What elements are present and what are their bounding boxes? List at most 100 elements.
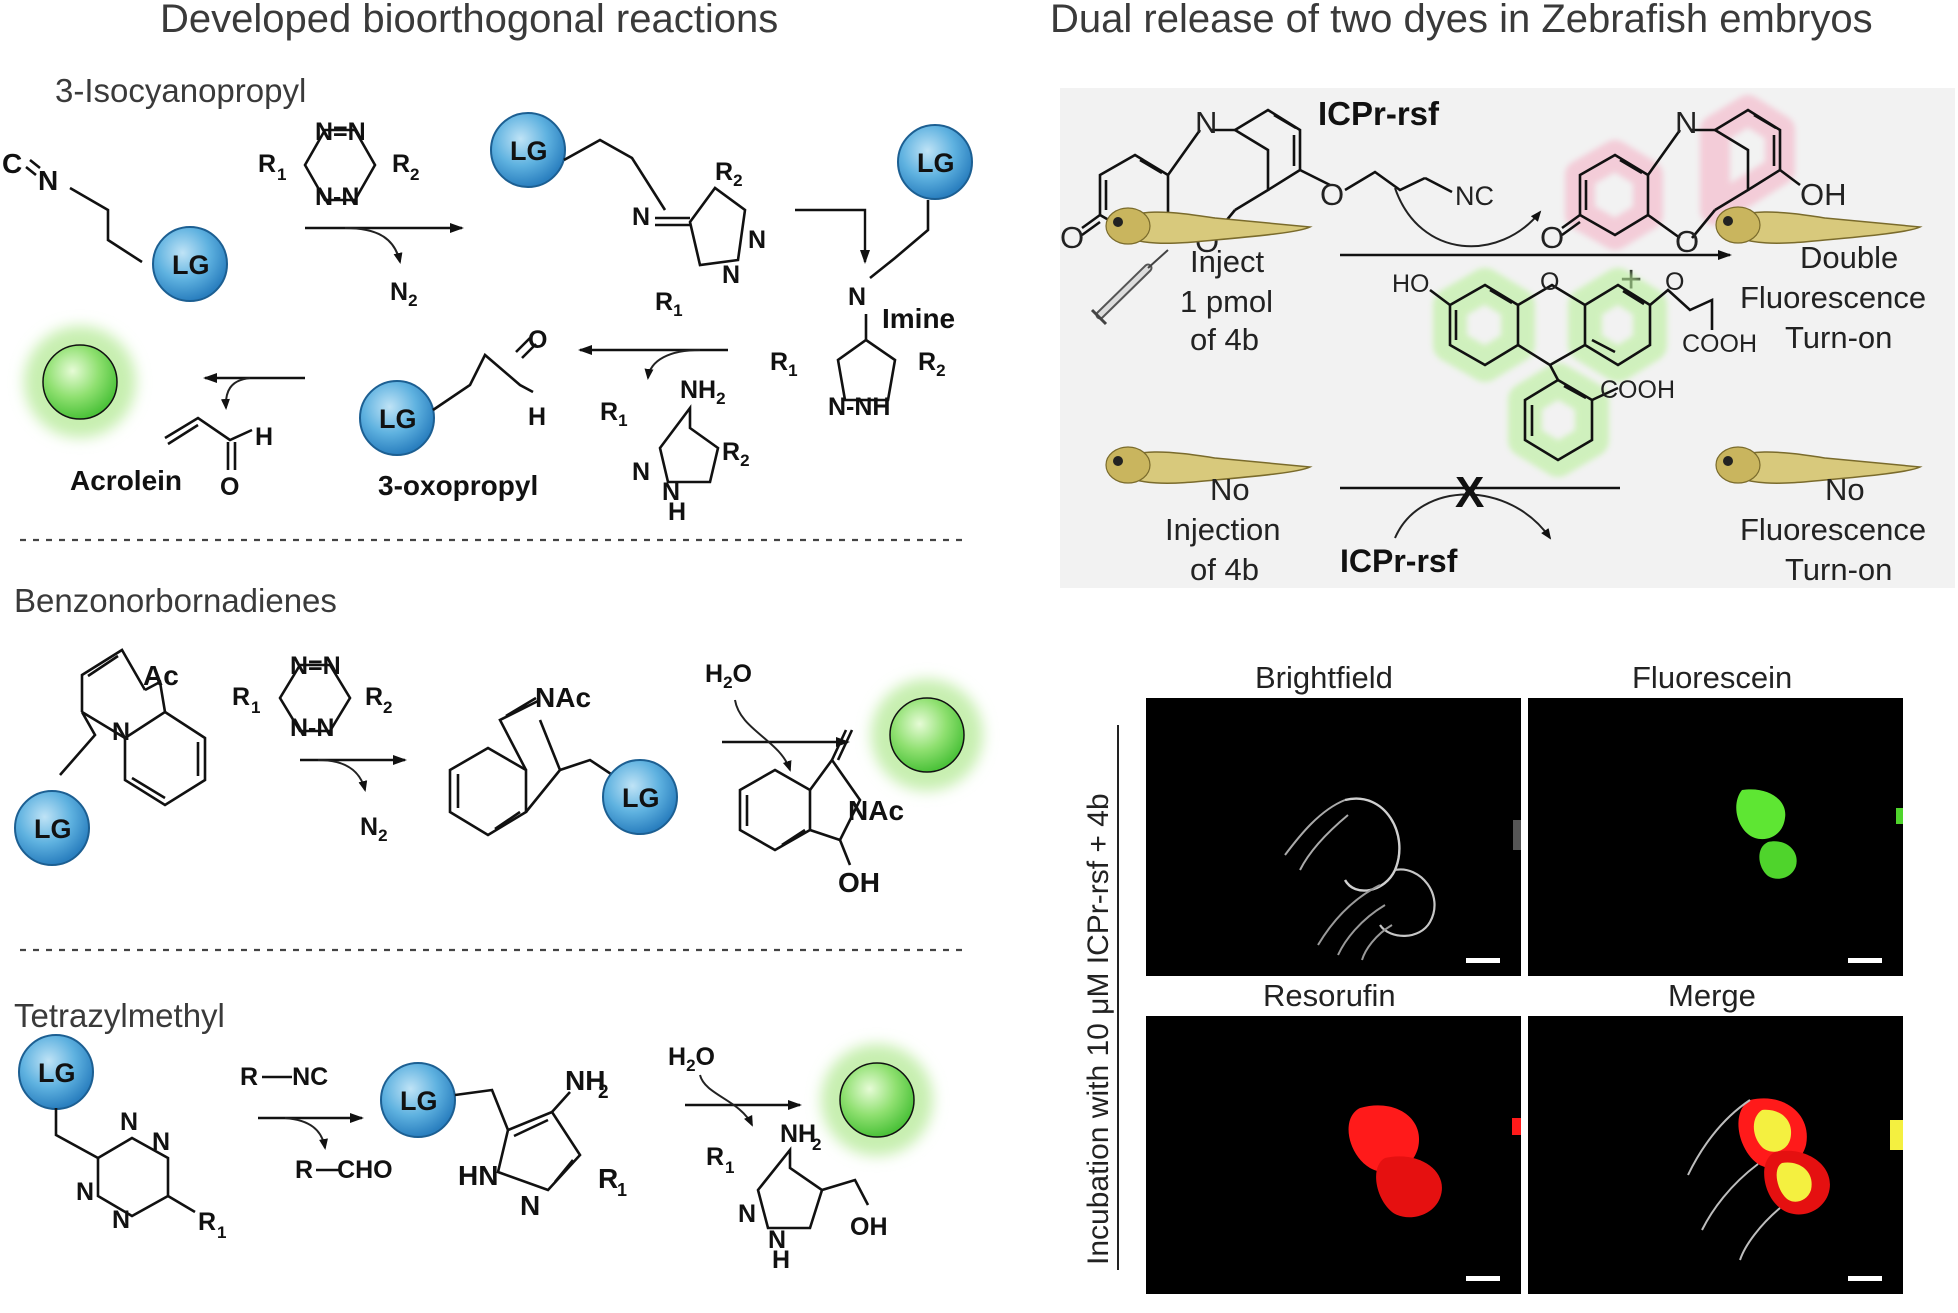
release-arrow xyxy=(644,349,701,380)
isocyanide-triple-bond xyxy=(25,158,41,177)
isoindole-structure: NAc xyxy=(448,682,621,837)
svg-text:1: 1 xyxy=(277,165,286,184)
svg-text:R: R xyxy=(392,150,410,178)
ring-n: N xyxy=(748,226,766,254)
ring-n: N xyxy=(722,261,740,289)
svg-text:R: R xyxy=(258,150,276,178)
svg-text:NH: NH xyxy=(565,1065,605,1096)
lg-sphere: LG xyxy=(602,759,678,835)
imaging-vertical-label: Incubation with 10 μM ICPr-rsf + 4b xyxy=(1082,793,1115,1265)
lg-sphere: LG xyxy=(152,226,228,302)
zebrafish-larva-double xyxy=(1715,206,1923,244)
svg-text:LG: LG xyxy=(38,1058,76,1088)
section-title-tetrazylmethyl: Tetrazylmethyl xyxy=(14,997,225,1034)
svg-text:R: R xyxy=(365,683,383,711)
inject-line-2: 1 pmol xyxy=(1180,284,1273,319)
imine-label: Imine xyxy=(882,303,955,334)
cleavage-arrow xyxy=(1394,187,1542,248)
aminopyrazole-lg-structure: NH 2 HN N R 1 xyxy=(454,1065,627,1221)
carbonyl-bond xyxy=(515,337,537,359)
release-arrow-3 xyxy=(699,1074,753,1127)
hydroxymethyl-pyrazole: NH 2 R 1 N N H OH xyxy=(706,1120,888,1274)
pyrazole-ring-3 xyxy=(658,404,720,484)
acrolein-h: H xyxy=(255,423,273,451)
double-line-3: Turn-on xyxy=(1785,320,1892,355)
acrolein-label: Acrolein xyxy=(70,465,182,496)
svg-text:O: O xyxy=(1665,268,1684,296)
r2-label: R2 xyxy=(722,438,750,470)
right-heading: Dual release of two dyes in Zebrafish em… xyxy=(1050,0,1873,41)
zebrafish-larva-injected xyxy=(1105,207,1313,245)
svg-text:NAc: NAc xyxy=(535,682,591,713)
svg-text:N: N xyxy=(1675,105,1697,140)
blocked-cleavage-arrow xyxy=(1394,493,1552,540)
svg-text:NC: NC xyxy=(1455,181,1494,211)
svg-text:2: 2 xyxy=(410,165,419,184)
r2-label: R2 xyxy=(715,158,743,190)
lg-sphere: LG xyxy=(380,1062,456,1138)
svg-text:O: O xyxy=(1540,220,1564,255)
propyl-chain-3 xyxy=(869,200,930,280)
fluorescein-product: HO O O COOH COOH xyxy=(1392,268,1757,477)
acrolein-structure xyxy=(164,416,253,446)
lg-sphere: LG xyxy=(897,124,973,200)
lg-sphere: LG xyxy=(18,1034,94,1110)
pyrazole-ring-1 xyxy=(688,186,747,267)
svg-text:1: 1 xyxy=(217,1223,226,1242)
svg-text:N: N xyxy=(768,1226,786,1254)
svg-text:N=N: N=N xyxy=(315,118,366,146)
svg-text:COOH: COOH xyxy=(1682,330,1757,358)
svg-text:LG: LG xyxy=(34,814,72,844)
no-inject-line-1: No xyxy=(1210,472,1250,507)
svg-text:O: O xyxy=(1320,177,1344,212)
svg-text:N=N: N=N xyxy=(290,652,341,680)
tetrazine-lg-structure: N N N N R 1 xyxy=(54,1108,226,1242)
svg-text:N: N xyxy=(1195,105,1217,140)
svg-text:OH: OH xyxy=(838,867,880,898)
svg-text:1: 1 xyxy=(251,698,260,717)
svg-text:NAc: NAc xyxy=(848,795,904,826)
ring-h: H xyxy=(668,498,686,526)
n2-release-arrow-1 xyxy=(344,227,403,264)
no-fluor-line-1: No xyxy=(1825,472,1865,507)
isoindoline-product: NAc OH xyxy=(738,729,904,898)
lg-sphere: LG xyxy=(14,790,90,866)
svg-text:LG: LG xyxy=(917,148,955,178)
panel-title-fluorescein: Fluorescein xyxy=(1632,660,1792,695)
r1-label: R1 xyxy=(600,398,628,430)
panel-title-resorufin: Resorufin xyxy=(1263,978,1396,1013)
probe-name: ICPr-rsf xyxy=(1318,95,1440,132)
svg-text:O: O xyxy=(1675,224,1699,259)
ring-nh: N xyxy=(662,478,680,506)
n2-release-arrow-2 xyxy=(317,759,368,792)
svg-text:OH: OH xyxy=(850,1213,888,1241)
svg-text:Ac: Ac xyxy=(143,660,179,691)
carbonyl-o: O xyxy=(528,326,547,354)
svg-text:2: 2 xyxy=(383,698,392,717)
left-heading: Developed bioorthogonal reactions xyxy=(160,0,778,41)
r2-label: R2 xyxy=(918,348,946,380)
section-title-isocyanopropyl: 3-Isocyanopropyl xyxy=(55,72,306,109)
svg-text:LG: LG xyxy=(510,136,548,166)
tautomerize-arrow xyxy=(795,208,870,264)
svg-text:COOH: COOH xyxy=(1600,376,1675,404)
release-arrow-2 xyxy=(734,699,792,772)
syringe-icon xyxy=(1090,249,1169,326)
no-inject-line-2: Injection xyxy=(1165,512,1280,547)
svg-text:2: 2 xyxy=(598,1082,609,1103)
svg-text:R: R xyxy=(232,683,250,711)
svg-text:1: 1 xyxy=(617,1180,627,1200)
resorufin-product: O N O OH xyxy=(1540,95,1847,259)
aldehyde-h: H xyxy=(528,403,546,431)
released-dye-3 xyxy=(821,1044,933,1156)
aldehyde-release-arrow xyxy=(284,1117,328,1150)
svg-text:N-N: N-N xyxy=(315,183,359,211)
propyl-chain-1 xyxy=(69,186,143,264)
double-line-2: Fluorescence xyxy=(1740,280,1926,315)
svg-text:LG: LG xyxy=(622,783,660,813)
oxopropyl-chain xyxy=(432,352,534,412)
tetrazine-reagent-1: N=N N-N R 1 R 2 xyxy=(258,118,419,211)
svg-text:N-N: N-N xyxy=(290,714,334,742)
